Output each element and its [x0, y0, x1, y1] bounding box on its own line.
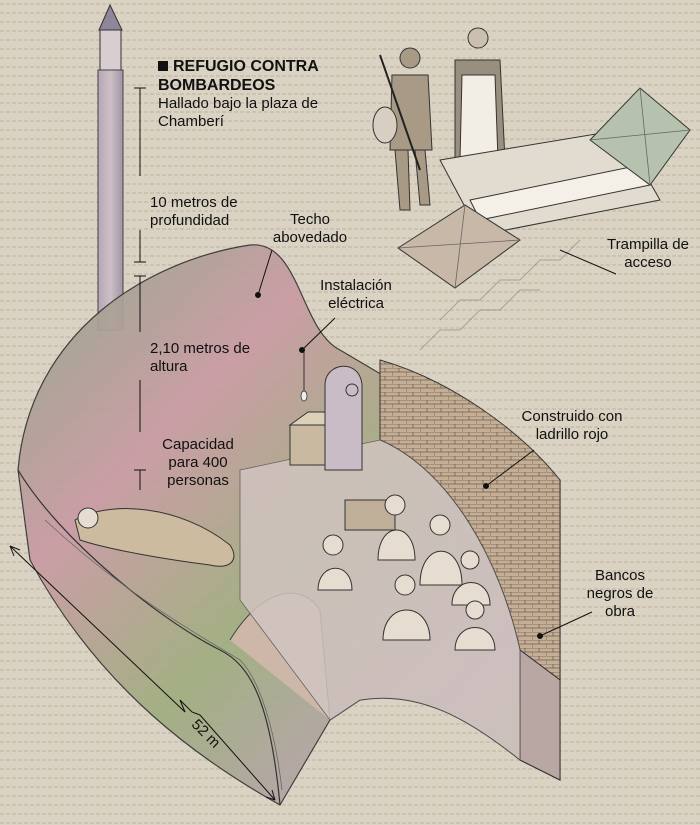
- title-square-icon: [158, 61, 168, 71]
- soldier-figure: [372, 47, 433, 211]
- label-brick: Construido con ladrillo rojo: [521, 408, 623, 443]
- label-depth: 10 metros de profundidad: [150, 194, 238, 229]
- length-dimension: [9, 545, 276, 801]
- label-roof: Techo abovedado: [272, 211, 348, 246]
- leader-lines: [255, 249, 617, 639]
- label-capacity: Capacidad para 400 personas: [162, 436, 234, 489]
- access-hatch: [397, 87, 691, 289]
- access-stairs: [419, 239, 581, 351]
- sleeping-person: [74, 507, 235, 567]
- seated-people: [317, 494, 496, 651]
- label-benches: Bancos negros de obra: [586, 567, 654, 620]
- page-subtitle: Hallado bajo la plaza de Chamberí: [158, 95, 319, 130]
- depth-dimension: [134, 87, 146, 263]
- label-electric: Instalación eléctrica: [320, 277, 392, 312]
- label-hatch: Trampilla de acceso: [607, 236, 689, 271]
- title-text: REFUGIO CONTRA BOMBARDEOS: [158, 58, 319, 94]
- ventilation-shaft: [97, 3, 124, 331]
- page-title: REFUGIO CONTRA BOMBARDEOS: [158, 57, 378, 95]
- label-height: 2,10 metros de altura: [150, 340, 251, 375]
- arched-door: [324, 365, 363, 471]
- title-block: REFUGIO CONTRA BOMBARDEOS Hallado bajo l…: [158, 57, 378, 131]
- shelter-floor: [239, 439, 521, 761]
- height-dimension: [134, 275, 146, 490]
- woman-figure: [454, 27, 506, 183]
